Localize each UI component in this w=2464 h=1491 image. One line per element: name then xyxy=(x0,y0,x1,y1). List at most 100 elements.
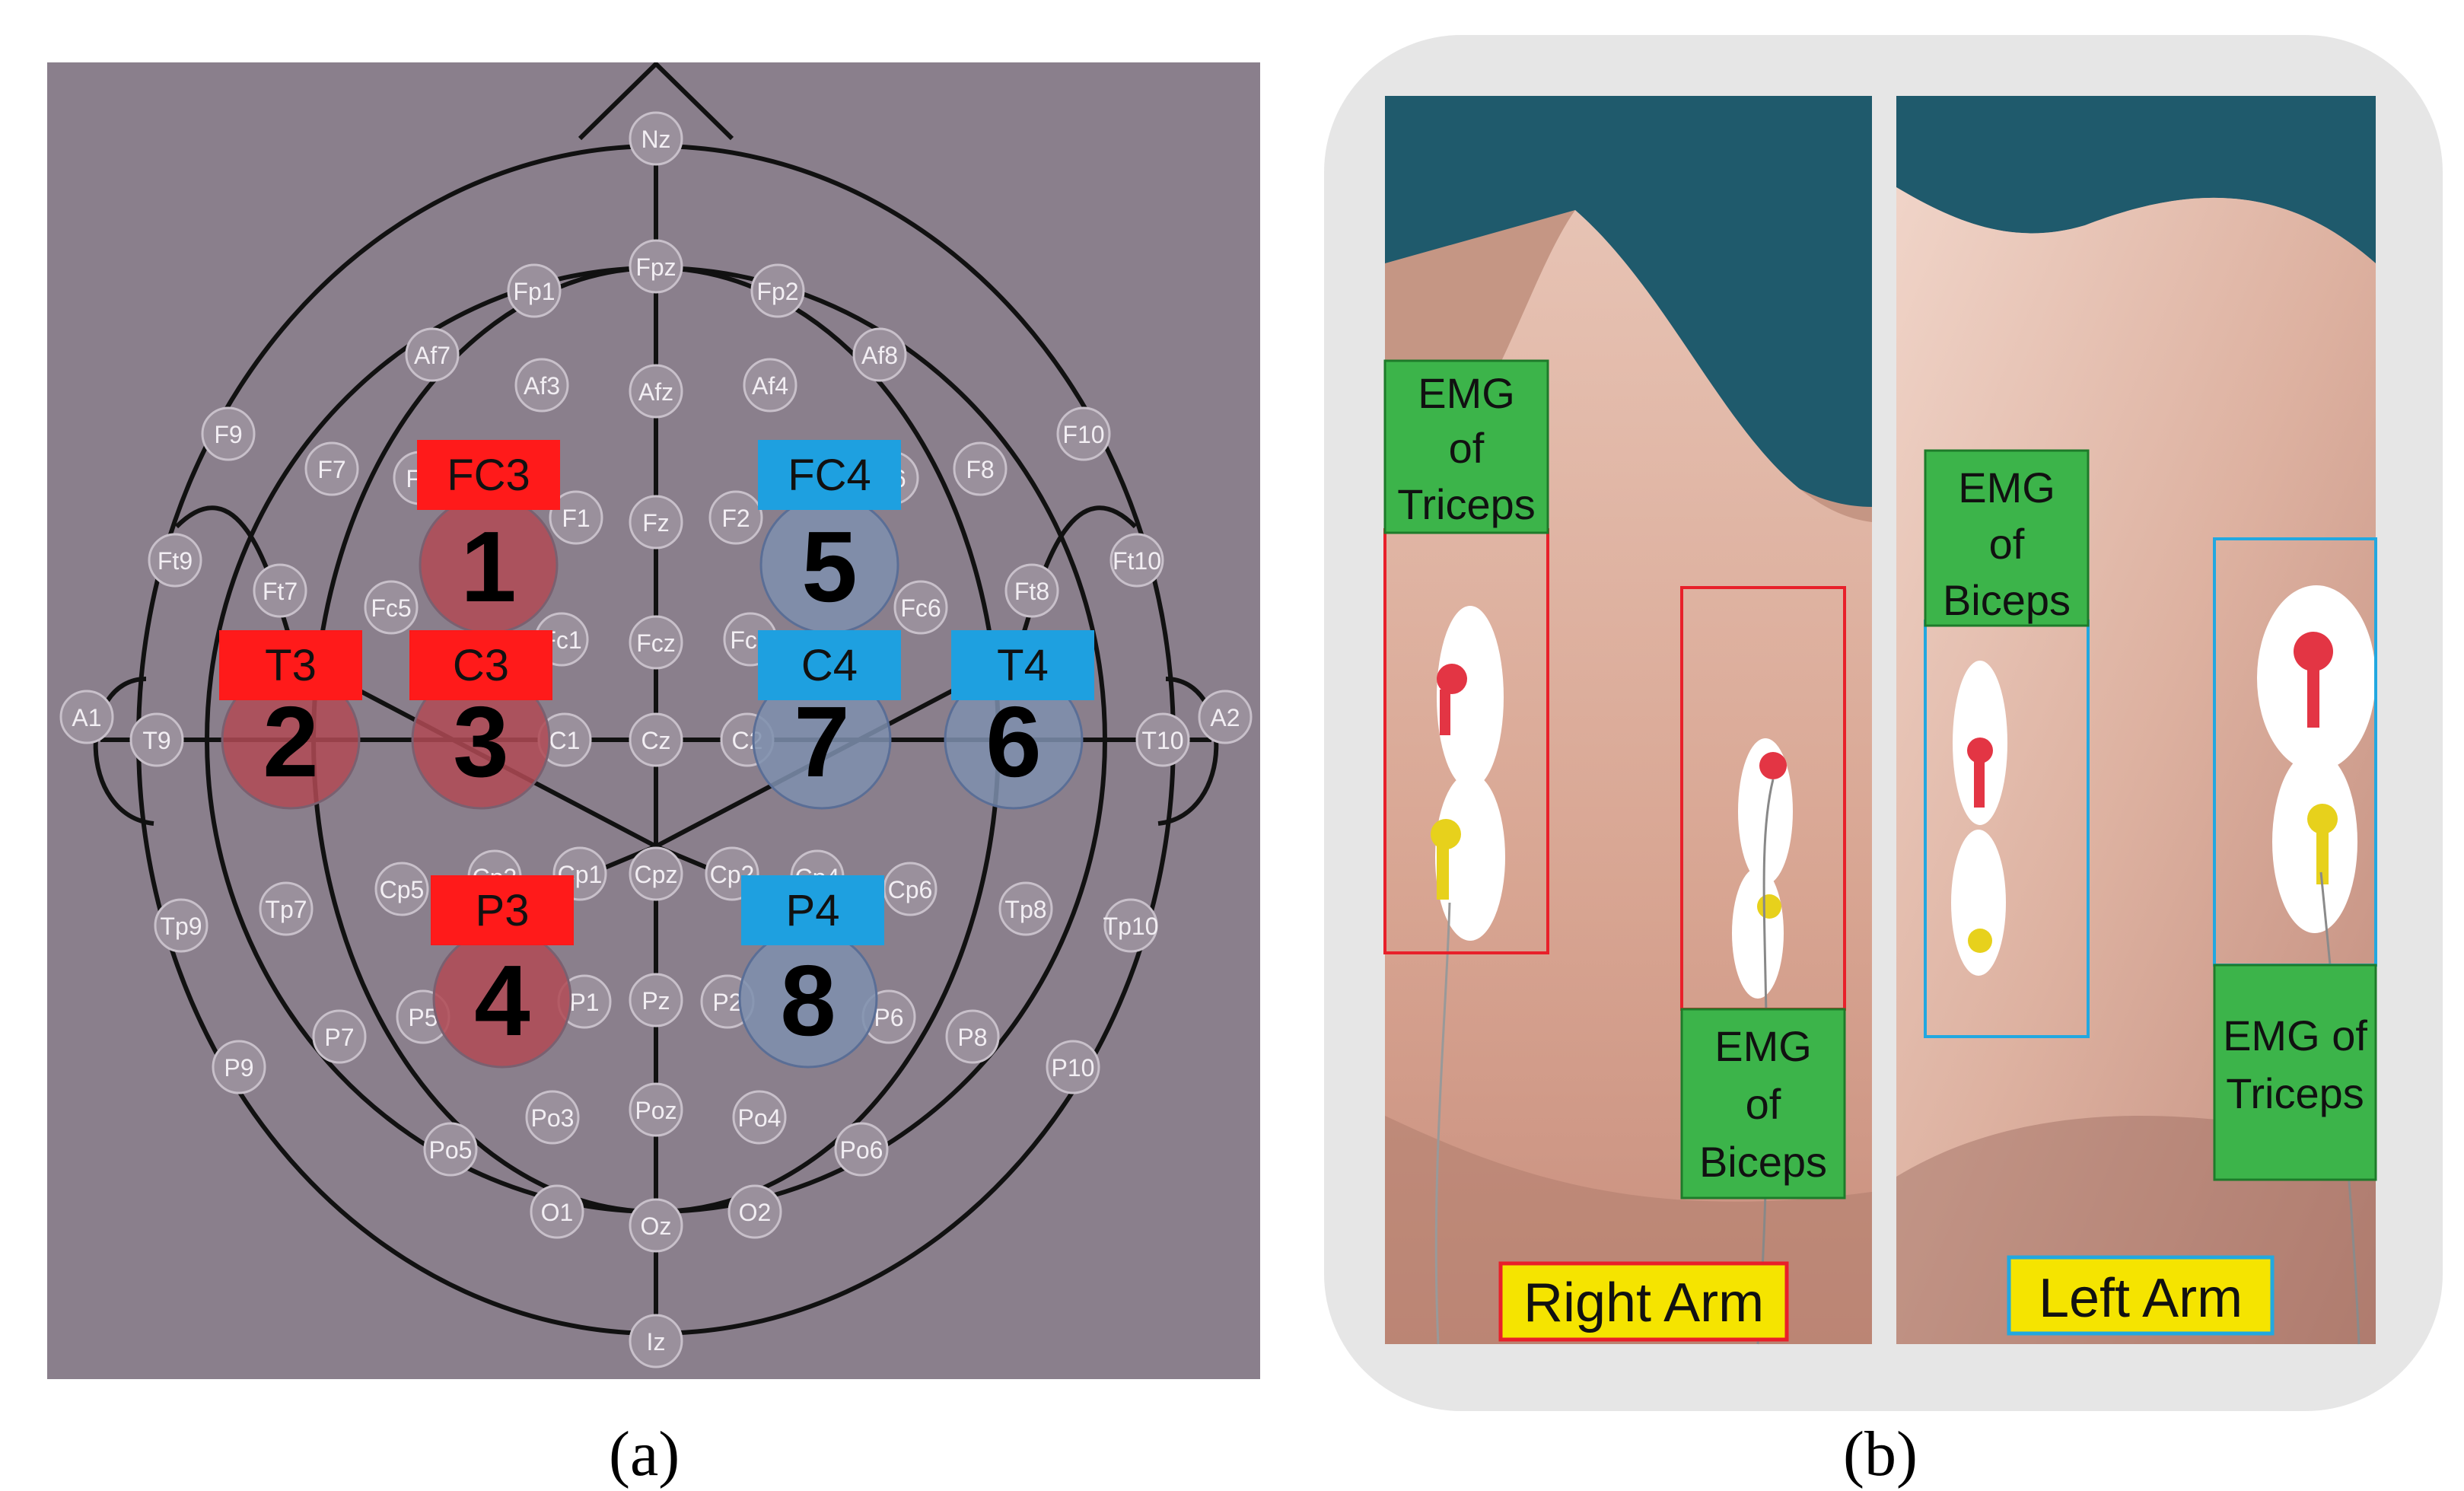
channel-tag-box xyxy=(409,630,552,700)
electrode-dot xyxy=(201,406,256,461)
electrode-label: Tp9 xyxy=(160,913,202,940)
electrode-f7: F7 xyxy=(304,441,359,496)
electrode-dot xyxy=(1103,898,1158,953)
channel-number: 8 xyxy=(780,945,836,1056)
electrode-dot xyxy=(629,846,683,901)
electrode-label: Fc6 xyxy=(900,594,941,622)
electrode-label: P9 xyxy=(224,1054,253,1082)
caption-a: (a) xyxy=(609,1417,680,1491)
right-triceps-label-line3: Triceps xyxy=(1397,480,1536,528)
electrode-label: Fpz xyxy=(635,253,676,281)
electrode-label: Fp1 xyxy=(513,278,555,305)
electrode-dot xyxy=(834,1122,889,1177)
electrode-dot xyxy=(708,490,763,545)
electrode-dot xyxy=(629,1198,683,1253)
electrode-label: Po6 xyxy=(840,1136,883,1164)
electrode-cz: Cz xyxy=(629,712,683,767)
electrode-dot xyxy=(629,1314,683,1368)
electrode-label: Fcz xyxy=(636,629,676,657)
right-arm-title: Right Arm xyxy=(1498,1261,1789,1342)
electrode-label: Ft9 xyxy=(158,547,193,575)
electrode-label: Af3 xyxy=(524,372,560,400)
right-biceps-label-line3: Biceps xyxy=(1699,1138,1827,1186)
electrode-p8: P8 xyxy=(945,1009,1000,1064)
electrode-label: F1 xyxy=(562,505,590,532)
channel-tag-box xyxy=(758,440,901,510)
electrode-f2: F2 xyxy=(708,490,763,545)
channel-tag: C3 xyxy=(453,641,509,690)
electrode-po4: Po4 xyxy=(732,1090,787,1145)
electrode-dot xyxy=(629,495,683,550)
electrode-label: F10 xyxy=(1062,421,1104,448)
channel-tag-box xyxy=(951,630,1094,700)
electrode-dot xyxy=(629,111,683,166)
electrode-dot xyxy=(629,615,683,670)
electrode-af8: Af8 xyxy=(852,327,907,382)
electrode-label: A2 xyxy=(1210,704,1240,731)
electrode-f10: F10 xyxy=(1056,406,1111,461)
electrode-pz: Pz xyxy=(629,973,683,1027)
electrode-po6: Po6 xyxy=(834,1122,889,1177)
electrode-cpz: Cpz xyxy=(629,846,683,901)
electrode-dot xyxy=(852,327,907,382)
electrode-t9: T9 xyxy=(129,712,184,767)
right-triceps-label-line1: EMG xyxy=(1418,369,1515,417)
electrode-p7: P7 xyxy=(312,1009,367,1064)
electrode-o1: O1 xyxy=(530,1184,584,1239)
electrode-label: A1 xyxy=(72,704,101,731)
right-biceps-label-line1: EMG xyxy=(1714,1022,1812,1070)
electrode-dot xyxy=(59,690,114,744)
electrode-label: Ft8 xyxy=(1014,578,1049,605)
electrode-dot xyxy=(1046,1040,1100,1094)
channel-tag: FC4 xyxy=(788,451,871,500)
channel-t4: T46 xyxy=(944,630,1094,810)
electrode-label: Tp10 xyxy=(1103,913,1159,940)
electrode-tp9: Tp9 xyxy=(154,898,209,953)
electrode-tp8: Tp8 xyxy=(998,881,1053,936)
electrode-label: P6 xyxy=(874,1004,903,1031)
right-biceps-label-line2: of xyxy=(1746,1080,1781,1128)
channel-tag: C4 xyxy=(801,641,858,690)
right-triceps-label: EMG of Triceps xyxy=(1383,359,1549,534)
electrode-afz: Afz xyxy=(629,364,683,419)
channel-number: 6 xyxy=(985,686,1041,798)
electrode-p10: P10 xyxy=(1046,1040,1100,1094)
left-biceps-label: EMG of Biceps xyxy=(1924,449,2090,627)
right-arm-electrodes xyxy=(1431,606,1793,1345)
electrode-label: Nz xyxy=(641,126,670,153)
electrode-dot xyxy=(743,358,797,413)
electrode-label: Poz xyxy=(635,1097,676,1124)
electrode-label: Cp6 xyxy=(888,876,933,903)
electrode-label: T10 xyxy=(1141,727,1183,754)
electrode-label: Ft10 xyxy=(1113,547,1161,575)
electrode-f1: F1 xyxy=(549,490,603,545)
electrode-dot xyxy=(374,862,429,916)
electrode-dot xyxy=(507,263,562,318)
electrode-f9: F9 xyxy=(201,406,256,461)
channel-tag: P3 xyxy=(476,886,530,935)
electrode-dot xyxy=(1056,406,1111,461)
left-arm-title-text: Left Arm xyxy=(2039,1268,2243,1329)
channel-tag: T3 xyxy=(265,641,317,690)
channel-number: 3 xyxy=(453,686,508,798)
electrode-po3: Po3 xyxy=(525,1090,580,1145)
electrode-dot xyxy=(525,1090,580,1145)
channel-c3: C33 xyxy=(409,630,552,810)
electrode-dot xyxy=(304,441,359,496)
electrode-label: C1 xyxy=(549,727,581,754)
left-triceps-label: EMG of Triceps xyxy=(2213,964,2377,1181)
electrode-dot xyxy=(629,364,683,419)
left-biceps-label-line2: of xyxy=(1989,520,2025,568)
electrode-dot xyxy=(212,1040,266,1094)
channel-tag: P4 xyxy=(786,886,840,935)
electrode-af7: Af7 xyxy=(405,327,460,382)
electrode-iz: Iz xyxy=(629,1314,683,1368)
channel-tag-box xyxy=(417,440,560,510)
electrode-cp5: Cp5 xyxy=(374,862,429,916)
electrode-label: Po3 xyxy=(531,1104,575,1132)
electrode-t10: T10 xyxy=(1135,712,1190,767)
caption-b-text: (b) xyxy=(1843,1419,1918,1489)
electrode-dot xyxy=(253,563,307,618)
